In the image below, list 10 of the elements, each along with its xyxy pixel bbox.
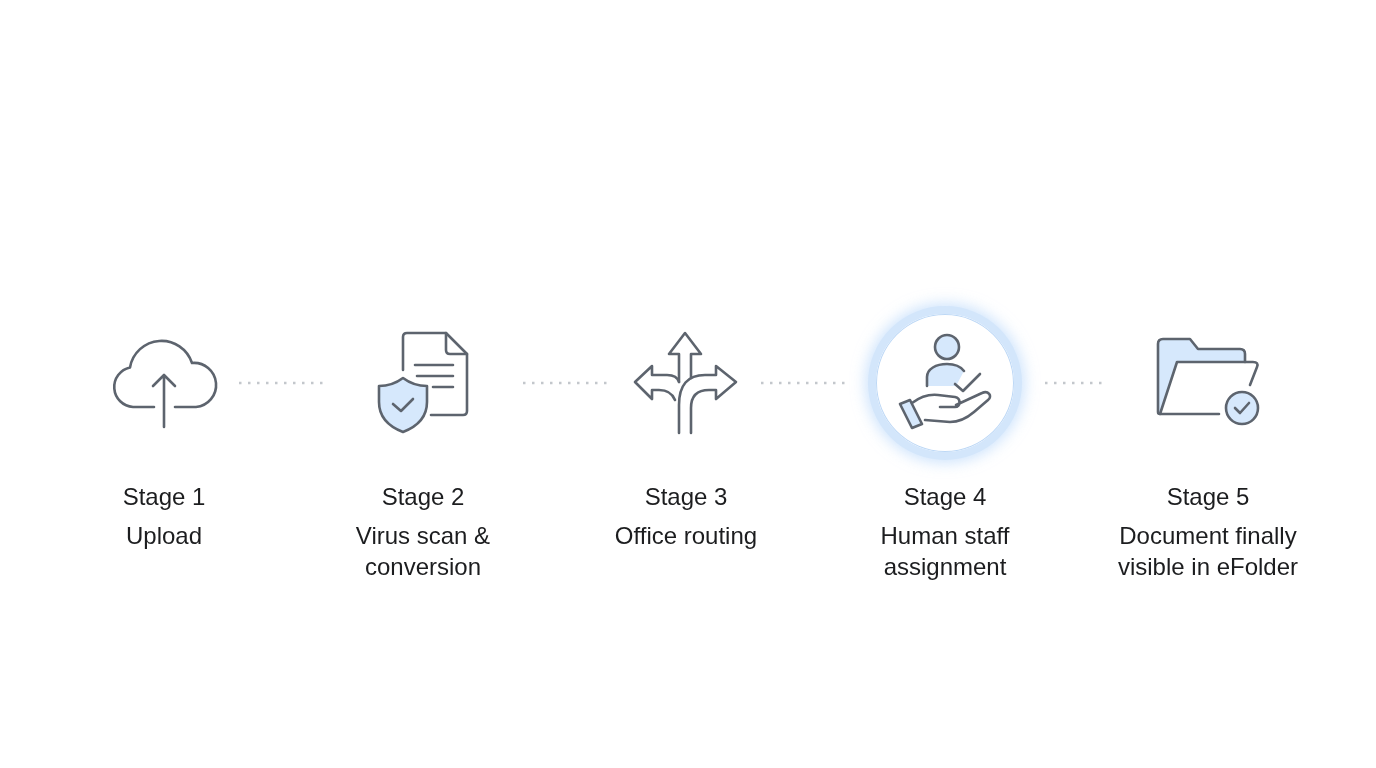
stage-description: Office routing xyxy=(614,521,758,551)
stage-label: Stage 4 xyxy=(903,482,987,512)
stage-description: Virus scan & conversion xyxy=(354,521,492,582)
stage-description: Document finally visible in eFolder xyxy=(1116,521,1300,582)
stage-description: Upload xyxy=(125,521,203,551)
stage-label: Stage 3 xyxy=(644,482,728,512)
stage-label: Stage 1 xyxy=(122,482,206,512)
stage-description: Human staff assignment xyxy=(879,521,1011,582)
stage-label: Stage 2 xyxy=(381,482,465,512)
stage-label: Stage 5 xyxy=(1166,482,1250,512)
